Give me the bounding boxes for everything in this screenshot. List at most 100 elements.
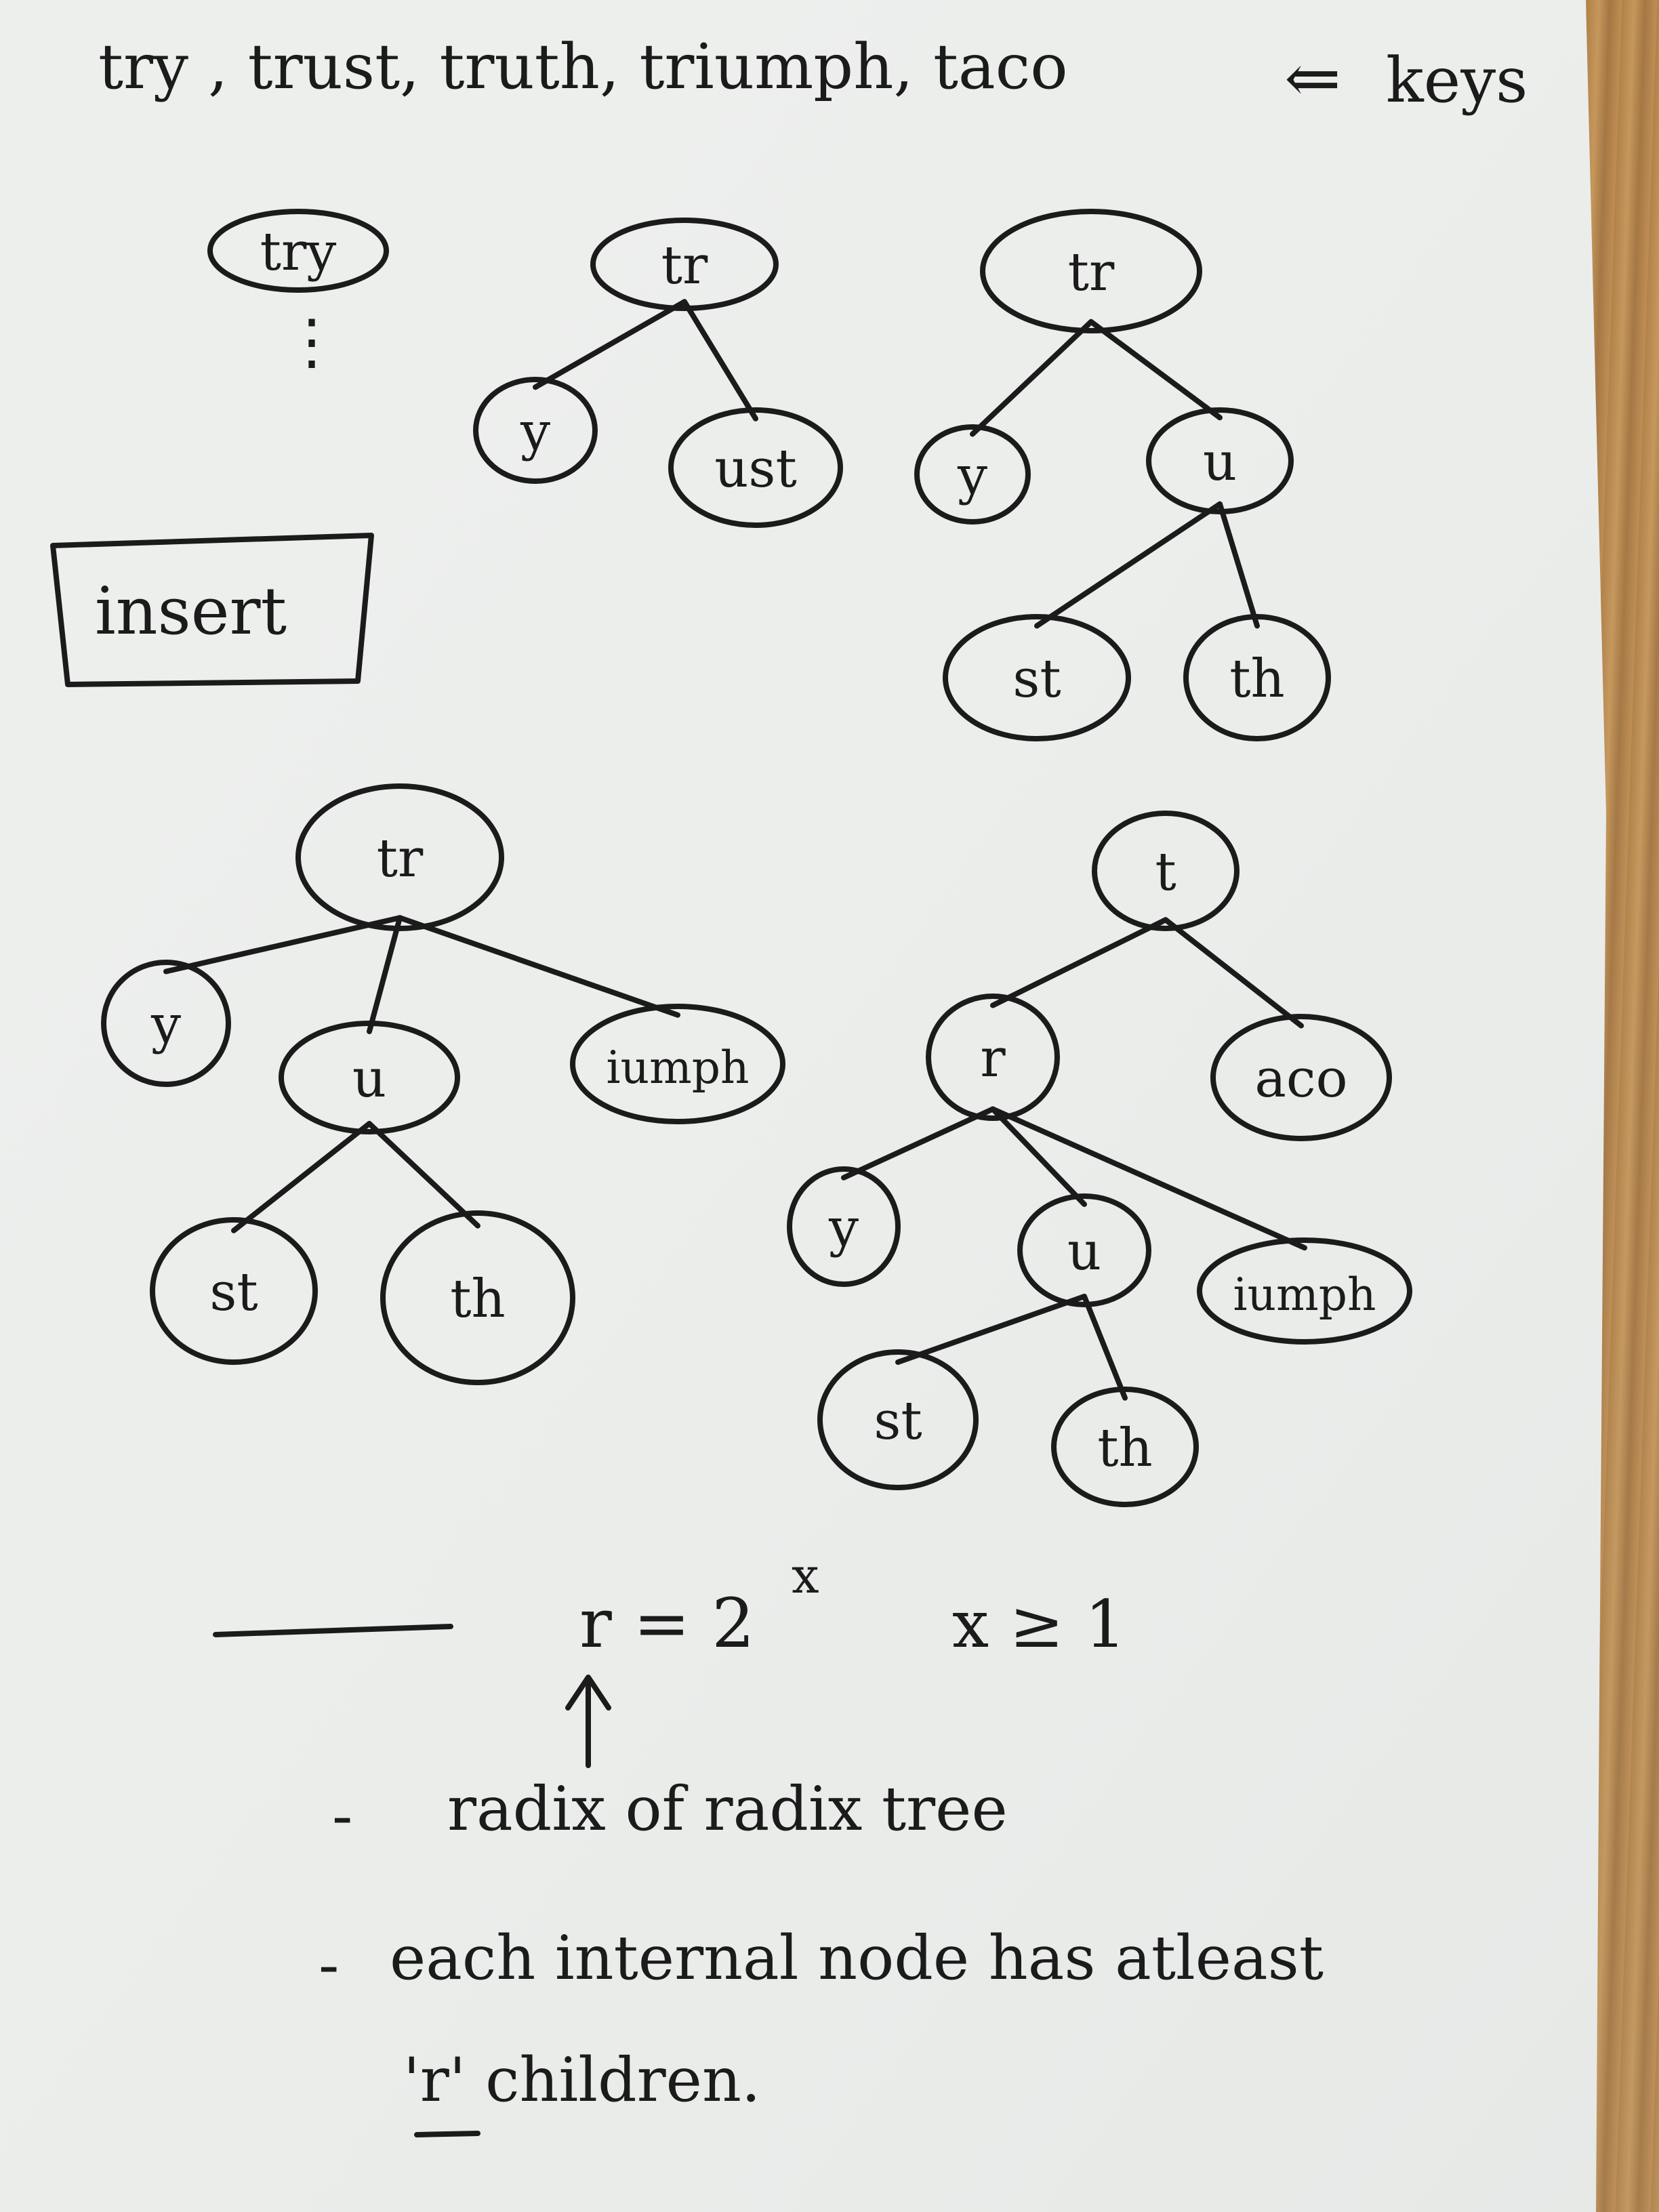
- node-label: th: [450, 1269, 506, 1330]
- tree-node-t4-u: u: [279, 1021, 460, 1134]
- note-2-bullet: -: [319, 1929, 339, 2001]
- tree-edge-t4-u-t4-th: [367, 1121, 480, 1229]
- node-ellipse: [817, 1349, 979, 1490]
- arrow-up-icon: [565, 1675, 611, 1768]
- node-ellipse: [926, 994, 1060, 1121]
- node-label: tr: [661, 235, 708, 296]
- node-label: u: [352, 1048, 386, 1109]
- node-ellipse: [1017, 1193, 1151, 1307]
- note-3-text: 'r' children.: [403, 2045, 761, 2116]
- tree-node-t3-u: u: [1146, 407, 1294, 514]
- node-label: try: [260, 222, 337, 283]
- node-label: y: [150, 994, 181, 1055]
- keys-label: keys: [1386, 44, 1528, 117]
- tree-node-t5-th: th: [1051, 1387, 1199, 1507]
- node-ellipse: [279, 1021, 460, 1134]
- tree-node-t5-root: t: [1092, 811, 1240, 931]
- tree-edge-t5-r-t5-y: [841, 1106, 996, 1181]
- insert-box: insert: [50, 533, 374, 687]
- tree-edge-t2-root-t2-y: [533, 299, 687, 390]
- tree-node-t5-iumph: iumph: [1197, 1237, 1412, 1345]
- node-label: y: [520, 401, 550, 462]
- tree-node-t3-root: tr: [980, 209, 1202, 333]
- node-ellipse: [1092, 811, 1240, 931]
- tree-edge-t5-r-t5-u: [990, 1106, 1087, 1207]
- node-label: st: [1012, 649, 1061, 710]
- tree-node-t4-y: y: [101, 960, 231, 1087]
- node-label: y: [957, 445, 987, 506]
- node-ellipse: [150, 1217, 318, 1365]
- node-label: ust: [714, 438, 797, 499]
- formula-underline: [213, 1624, 453, 1637]
- note-1-bullet: -: [332, 1780, 352, 1851]
- insert-label: insert: [95, 573, 287, 649]
- node-ellipse: [943, 614, 1131, 741]
- node-label: y: [828, 1197, 859, 1258]
- node-label: u: [1067, 1221, 1101, 1282]
- node-ellipse: [380, 1210, 575, 1385]
- node-ellipse: [295, 783, 504, 931]
- tree-edge-t2-root-t2-ust: [682, 299, 758, 422]
- tree-node-t2-y: y: [473, 377, 598, 484]
- tree-edge-t4-root-t4-y: [163, 915, 403, 975]
- tree-node-t4-iumph: iumph: [570, 1004, 785, 1124]
- tree-node-t3-th: th: [1183, 614, 1331, 741]
- tree-edge-t5-r-t5-iumph: [990, 1106, 1307, 1251]
- node-label: iumph: [1233, 1269, 1376, 1321]
- tree-edge-t4-root-t4-iumph: [397, 915, 680, 1018]
- node-ellipse: [668, 407, 843, 528]
- node-ellipse: [101, 960, 231, 1087]
- node-label: th: [1229, 649, 1285, 710]
- node-label: r: [980, 1028, 1006, 1089]
- tree-node-t5-y: y: [787, 1166, 901, 1287]
- tree-node-t5-st: st: [817, 1349, 979, 1490]
- node-ellipse: [473, 377, 598, 484]
- node-ellipse: [1183, 614, 1331, 741]
- tree-edge-t5-root-t5-r: [990, 917, 1168, 1008]
- note-1-text: radix of radix tree: [447, 1774, 1008, 1845]
- node-ellipse: [1210, 1014, 1392, 1141]
- node-label: aco: [1254, 1048, 1347, 1109]
- tree-node-t1-root: try: [207, 209, 389, 293]
- node-ellipse: [1051, 1387, 1199, 1507]
- keys-arrow-icon: ⇐: [1284, 39, 1341, 118]
- continuation-dots: ⋮: [281, 306, 342, 377]
- tree-edge-t5-root-t5-aco: [1163, 917, 1304, 1029]
- node-label: u: [1203, 432, 1237, 493]
- node-label: th: [1097, 1418, 1153, 1479]
- tree-node-t4-th: th: [380, 1210, 575, 1385]
- node-ellipse: [787, 1166, 901, 1287]
- tree-edge-t5-u-t5-st: [895, 1294, 1087, 1365]
- node-ellipse: [980, 209, 1202, 333]
- node-label: tr: [1068, 242, 1115, 303]
- node-label: t: [1155, 842, 1176, 903]
- note-2-text: each internal node has atleast: [390, 1923, 1324, 1994]
- node-label: st: [209, 1262, 258, 1323]
- tree-node-t2-ust: ust: [668, 407, 843, 528]
- node-ellipse: [914, 424, 1031, 525]
- tree-edge-t4-root-t4-u: [367, 915, 403, 1034]
- r-underline: [414, 2131, 480, 2137]
- tree-node-t2-root: tr: [590, 218, 779, 311]
- tree-node-t3-y: y: [914, 424, 1031, 525]
- tree-node-t5-aco: aco: [1210, 1014, 1392, 1141]
- tree-node-t5-u: u: [1017, 1193, 1151, 1307]
- tree-edge-t4-u-t4-st: [231, 1121, 372, 1233]
- node-ellipse: [570, 1004, 785, 1124]
- keys-list: try , trust, truth, triumph, taco: [98, 30, 1068, 103]
- formula-condition: x ≥ 1: [952, 1586, 1126, 1662]
- node-label: iumph: [607, 1042, 750, 1094]
- tree-edge-t3-root-t3-y: [970, 319, 1094, 437]
- tree-edge-t3-root-t3-u: [1088, 319, 1223, 421]
- node-ellipse: [1146, 407, 1294, 514]
- tree-edge-t3-u-t3-st: [1034, 501, 1223, 629]
- tree-node-t3-st: st: [943, 614, 1131, 741]
- node-ellipse: [1197, 1237, 1412, 1345]
- tree-node-t4-st: st: [150, 1217, 318, 1365]
- formula-lhs: r = 2: [579, 1584, 755, 1663]
- node-label: st: [874, 1391, 922, 1452]
- tree-node-t4-root: tr: [295, 783, 504, 931]
